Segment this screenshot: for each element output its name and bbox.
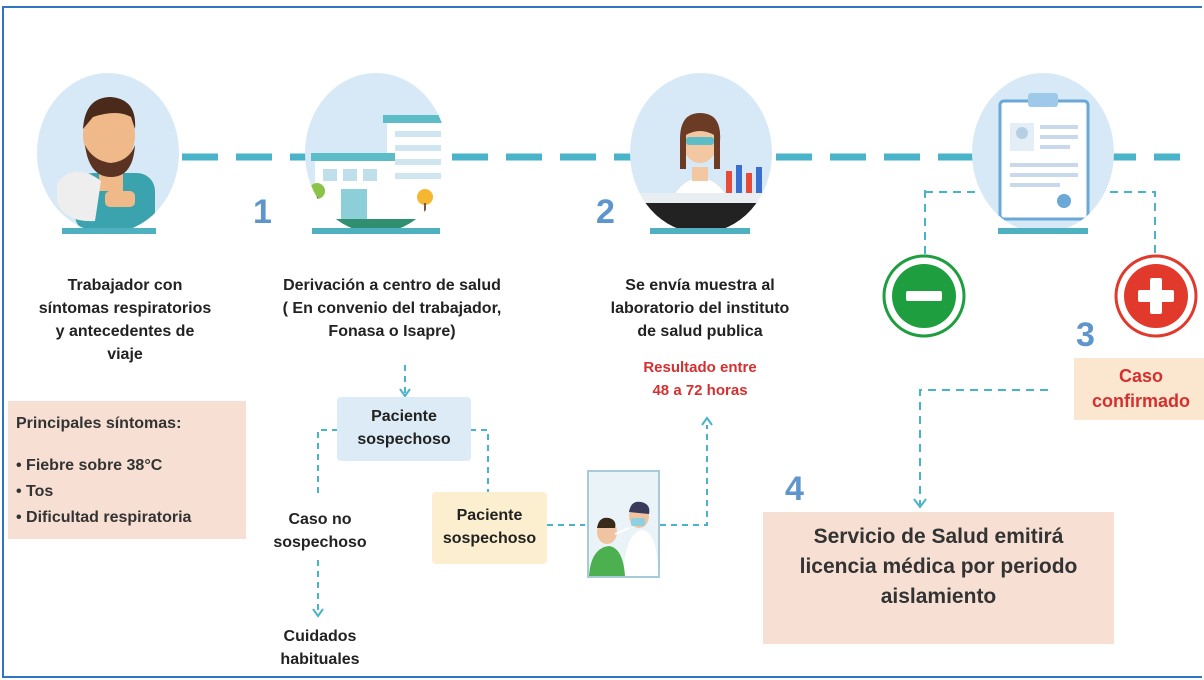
step-number-2: 2 bbox=[596, 193, 615, 231]
worker-label: Trabajador con síntomas respiratorios y … bbox=[38, 277, 212, 363]
worker-base bbox=[62, 228, 156, 234]
medical-license-box: Servicio de Salud emitirá licencia médic… bbox=[763, 512, 1114, 644]
referral-label: Derivación a centro de salud ( En conven… bbox=[282, 277, 502, 340]
health-center-illustration bbox=[305, 73, 447, 233]
minus-circle-icon bbox=[882, 254, 966, 338]
health-center-base bbox=[312, 228, 440, 234]
confirmed-case-box: Caso confirmado bbox=[1074, 358, 1204, 420]
lab-illustration bbox=[630, 73, 772, 233]
swab-test-illustration bbox=[587, 470, 660, 578]
result-time-label: Resultado entre 48 a 72 horas bbox=[643, 359, 757, 399]
lab-base bbox=[650, 228, 750, 234]
step-number-4: 4 bbox=[785, 470, 804, 508]
usual-care-label: Cuidados habituales bbox=[280, 628, 360, 668]
report-illustration bbox=[972, 73, 1114, 233]
step-number-3: 3 bbox=[1076, 316, 1095, 354]
report-base bbox=[998, 228, 1088, 234]
lab-label: Se envía muestra al laboratorio del inst… bbox=[610, 277, 790, 340]
step-number-1: 1 bbox=[253, 193, 272, 231]
plus-circle-icon bbox=[1114, 254, 1198, 338]
not-suspect-label: Caso no sospechoso bbox=[273, 511, 367, 551]
suspect-patient-box-top: Paciente sospechoso bbox=[337, 397, 471, 461]
symptoms-box: Principales síntomas: • Fiebre sobre 38°… bbox=[8, 401, 246, 539]
symptom-fever: • Fiebre sobre 38°C bbox=[16, 457, 163, 474]
suspect-patient-box-bottom: Paciente sospechoso bbox=[432, 492, 547, 564]
symptom-breathing: • Dificultad respiratoria bbox=[16, 509, 192, 526]
symptom-cough: • Tos bbox=[16, 483, 54, 500]
worker-illustration bbox=[37, 73, 179, 233]
diagram-frame bbox=[2, 6, 1202, 678]
symptoms-title: Principales síntomas: bbox=[16, 415, 182, 432]
